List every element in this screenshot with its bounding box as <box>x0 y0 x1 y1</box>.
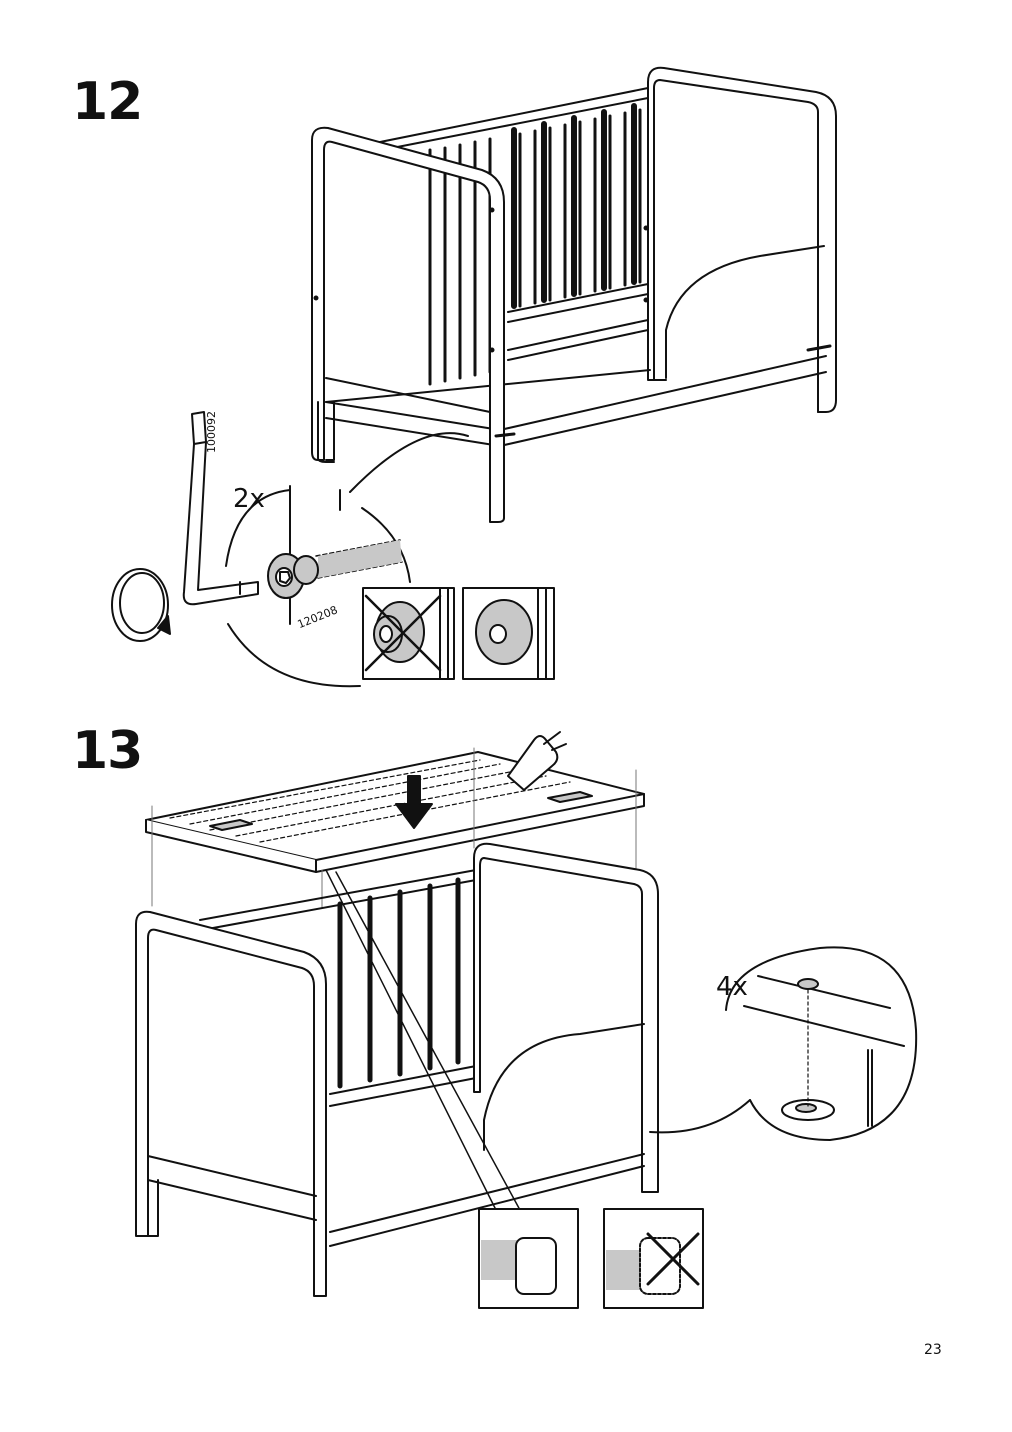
press-hand-icon <box>508 732 566 790</box>
step-12-quantity: 2x <box>233 484 265 514</box>
step-13-incorrect-panel <box>604 1209 703 1308</box>
page-number: 23 <box>924 1342 942 1358</box>
step-13-correct-panel <box>479 1209 578 1308</box>
allen-key-icon <box>184 412 258 604</box>
step-12-number: 12 <box>72 72 143 132</box>
step-12-detail-circle <box>226 433 468 686</box>
rotate-arrow-icon <box>112 569 170 641</box>
cross-icon <box>366 596 440 670</box>
step-12-crib-illustration <box>312 68 836 522</box>
step-13-number: 13 <box>72 721 143 781</box>
cross-icon <box>648 1234 698 1284</box>
step-13-crib-illustration <box>136 732 658 1296</box>
step-13-quantity: 4x <box>716 972 748 1002</box>
down-arrow-icon <box>396 776 432 828</box>
step-12-correct-panel <box>463 588 554 679</box>
step-12-incorrect-panel <box>363 588 454 679</box>
step-13-detail-circle <box>650 947 916 1140</box>
